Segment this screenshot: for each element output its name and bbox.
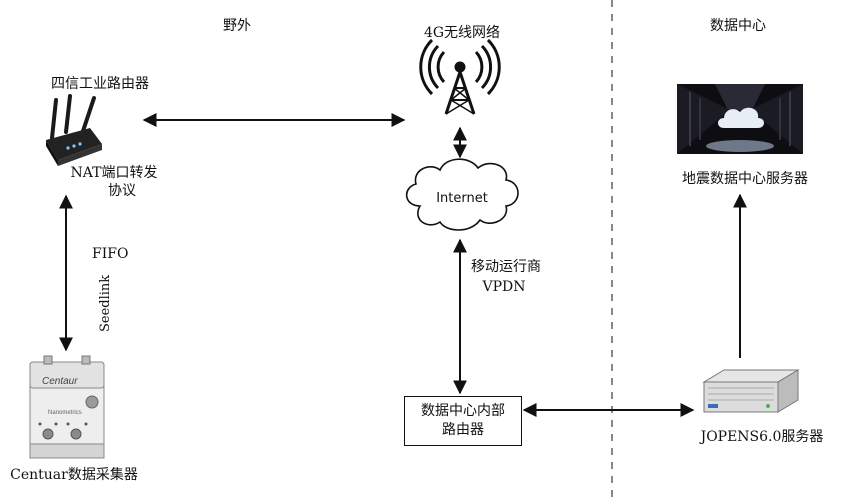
centaur-brand-text: Centaur	[42, 376, 78, 387]
jopens-server-icon	[702, 369, 800, 413]
tower-label: 4G无线网络	[423, 25, 501, 41]
region-field-label: 野外	[223, 18, 251, 34]
dc-router-line1: 数据中心内部	[421, 403, 505, 419]
datacenter-cloud-image	[677, 84, 803, 154]
centaur-maker-text: Nanometrics	[48, 410, 82, 416]
dc-router-line2: 路由器	[442, 422, 484, 438]
internet-cloud-icon	[405, 158, 519, 231]
seismic-server-label: 地震数据中心服务器	[682, 171, 808, 187]
carrier-line1: 移动运行商	[471, 259, 541, 275]
dc-router-box: 数据中心内部 路由器	[404, 396, 522, 446]
industrial-router-icon	[46, 94, 102, 166]
jopens-server-label: JOPENS6.0服务器	[700, 429, 824, 445]
carrier-line2: VPDN	[482, 279, 526, 295]
fifo-label: FIFO	[92, 246, 129, 262]
centaur-digitizer-icon: Centaur Nanometrics	[29, 355, 105, 459]
seedlink-label: Seedlink	[98, 274, 113, 332]
centaur-label: Centuar数据采集器	[10, 467, 138, 483]
region-datacenter-label: 数据中心	[710, 18, 766, 34]
nat-protocol-line2: 协议	[108, 183, 136, 199]
router-title: 四信工业路由器	[51, 76, 149, 92]
cloud-label: Internet	[436, 191, 488, 206]
cell-tower-icon	[419, 38, 501, 115]
nat-protocol-line1: NAT端口转发	[70, 165, 158, 181]
